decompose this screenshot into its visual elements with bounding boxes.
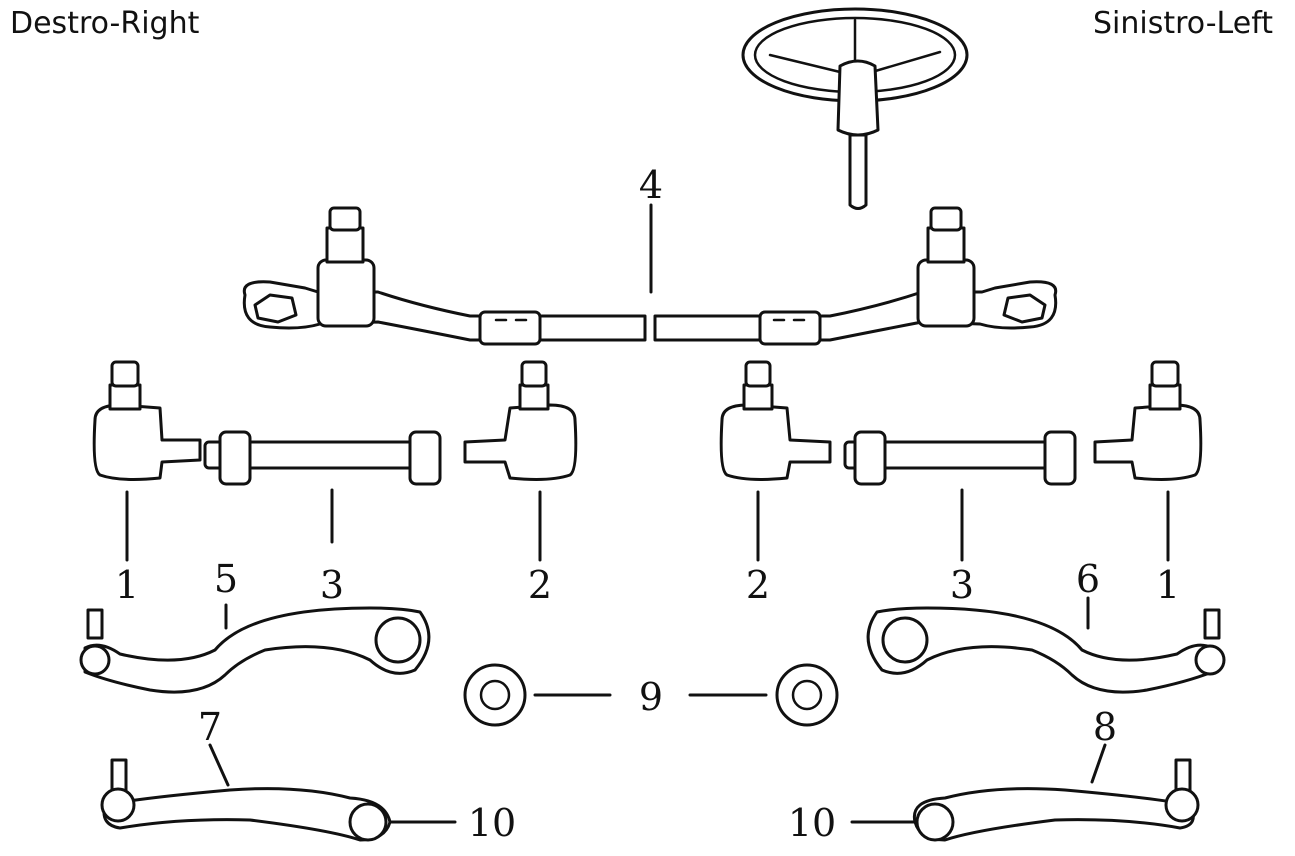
control-arm-5 bbox=[79, 606, 431, 694]
callout-6: 6 bbox=[1076, 557, 1100, 601]
control-arm-8 bbox=[912, 758, 1200, 842]
label-destro-right: Destro-Right bbox=[10, 6, 200, 41]
center-tie-rod bbox=[242, 206, 1058, 346]
callout-10-right: 10 bbox=[468, 801, 516, 845]
callout-1-left: 1 bbox=[1156, 563, 1180, 607]
callout-5: 5 bbox=[214, 557, 238, 601]
label-sinistro-left: Sinistro-Left bbox=[1093, 6, 1273, 41]
bushing-9-left bbox=[463, 663, 527, 727]
callout-8: 8 bbox=[1093, 705, 1117, 749]
leader-lines bbox=[125, 203, 1170, 824]
control-arm-7 bbox=[100, 758, 392, 842]
steering-wheel bbox=[741, 7, 969, 210]
callout-10-left: 10 bbox=[788, 801, 836, 845]
tie-rod-assembly-right-side bbox=[92, 360, 578, 486]
callout-7: 7 bbox=[198, 705, 222, 749]
callout-9: 9 bbox=[639, 675, 663, 719]
tie-rod-assembly-left-side bbox=[719, 360, 1203, 486]
callout-3-right: 3 bbox=[320, 563, 344, 607]
bushing-9-right bbox=[775, 663, 839, 727]
callout-3-left: 3 bbox=[950, 563, 974, 607]
control-arm-6 bbox=[866, 606, 1226, 694]
callout-2-right: 2 bbox=[528, 563, 552, 607]
callout-1-right: 1 bbox=[115, 563, 139, 607]
callout-4: 4 bbox=[639, 163, 663, 207]
callout-2-left: 2 bbox=[746, 563, 770, 607]
